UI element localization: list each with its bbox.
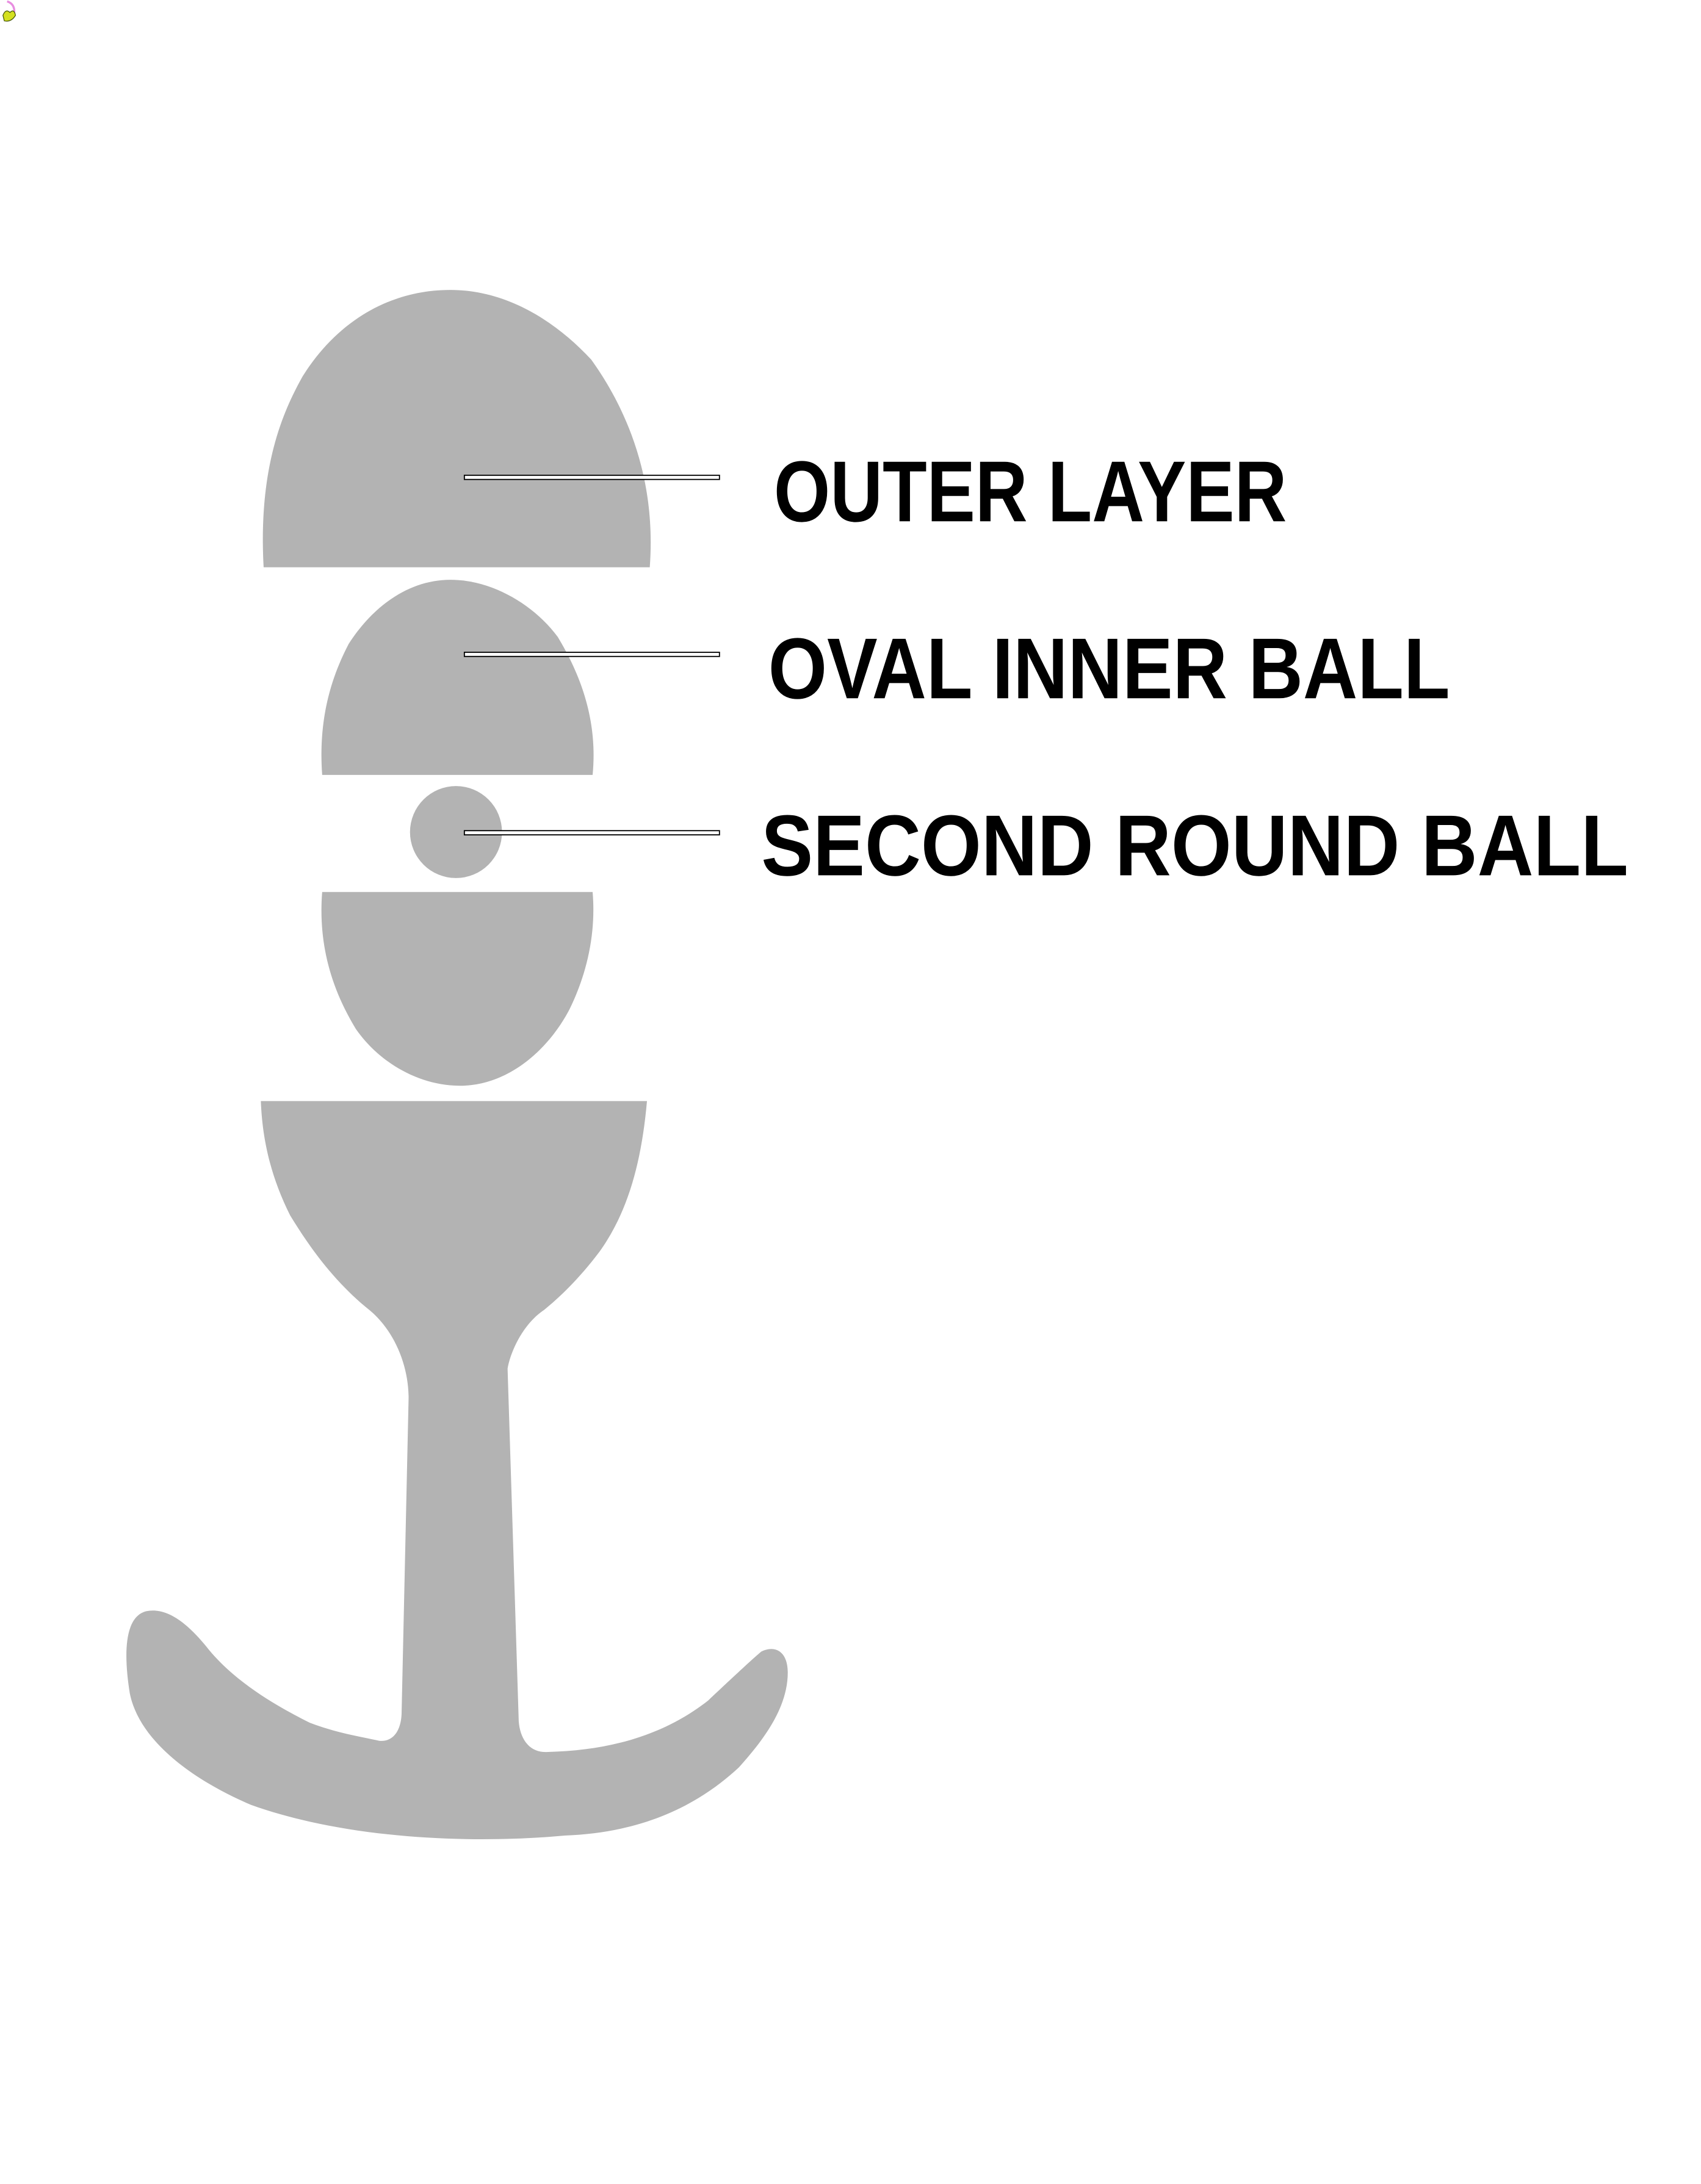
leader-line-second-round-ball	[463, 830, 720, 836]
second-round-ball	[410, 786, 502, 878]
oval-inner-ball-top	[321, 580, 594, 775]
label-oval-inner-ball: OVAL INNER BALL	[768, 621, 1450, 717]
outer-layer-shell	[262, 290, 651, 568]
leader-line-oval-inner-ball	[463, 651, 720, 657]
outer-layer-base	[126, 1101, 788, 1840]
label-outer-layer: OUTER LAYER	[774, 444, 1287, 540]
oval-inner-ball-bottom	[321, 892, 594, 1086]
leader-line-outer-layer	[463, 474, 720, 480]
banana-icon	[2, 0, 16, 22]
label-second-round-ball: SECOND ROUND BALL	[761, 798, 1628, 894]
